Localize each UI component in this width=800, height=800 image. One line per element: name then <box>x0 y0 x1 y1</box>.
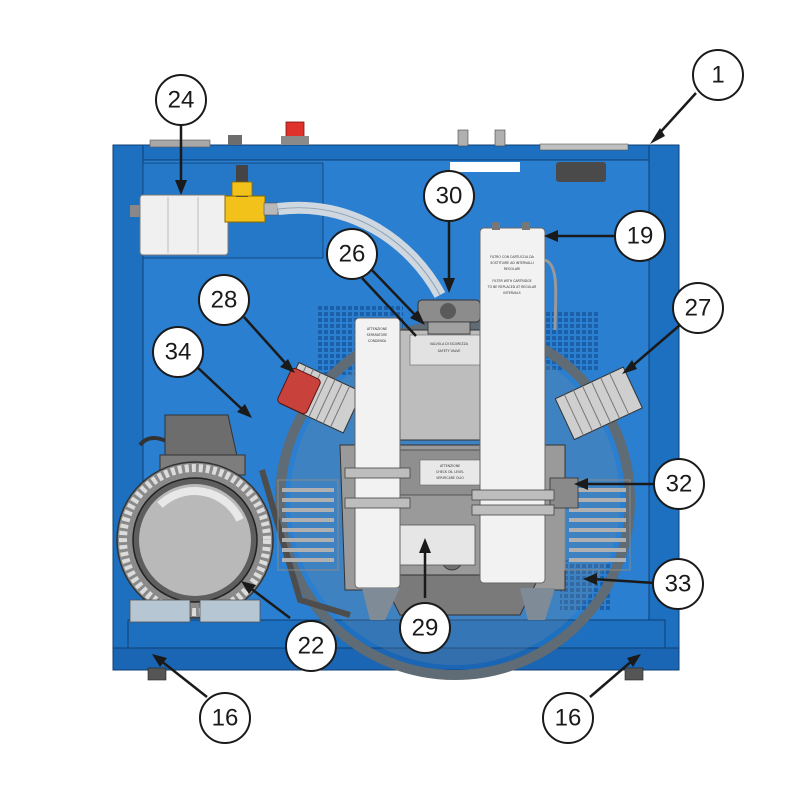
callout-27: 27 <box>672 282 724 334</box>
left-cooler <box>277 479 339 571</box>
callout-29-label: 29 <box>412 615 439 642</box>
callout-16-left: 16 <box>199 692 251 744</box>
anti-vibration-feet <box>147 667 644 681</box>
callout-29: 29 <box>399 602 451 654</box>
svg-text:TO BE REPLACED AT REGULAR: TO BE REPLACED AT REGULAR <box>487 285 537 289</box>
callout-33: 33 <box>652 558 704 610</box>
callout-24-label: 24 <box>168 87 195 114</box>
callout-28-label: 28 <box>211 287 238 314</box>
callout-1: 1 <box>692 49 744 101</box>
top-fittings <box>149 121 629 182</box>
svg-text:ATTENZIONE: ATTENZIONE <box>367 327 387 331</box>
svg-text:VALVOLA DI SICUREZZA: VALVOLA DI SICUREZZA <box>430 342 469 346</box>
svg-text:SOSTITUIRE AD INTERVALLI: SOSTITUIRE AD INTERVALLI <box>490 261 534 265</box>
callout-34: 34 <box>152 326 204 378</box>
callout-32-label: 32 <box>666 471 693 498</box>
callout-16-right: 16 <box>542 692 594 744</box>
svg-text:REGOLARI: REGOLARI <box>504 267 520 271</box>
callout-22-label: 22 <box>298 633 325 660</box>
callout-28: 28 <box>198 274 250 326</box>
svg-text:FILTRO CON CARTUCCIA DA: FILTRO CON CARTUCCIA DA <box>490 255 535 259</box>
svg-text:FILTER WITH CARTRIDGE: FILTER WITH CARTRIDGE <box>492 279 531 283</box>
leader-lines <box>152 92 697 698</box>
svg-text:CONDENSA: CONDENSA <box>368 339 387 343</box>
right-cooler <box>549 477 631 571</box>
callout-30-label: 30 <box>436 183 463 210</box>
callout-22: 22 <box>285 620 337 672</box>
compressor-block: ATTENZIONE CHECK OIL LEVEL VERIFICARE OL… <box>259 222 643 680</box>
callout-26-label: 26 <box>339 241 366 268</box>
electric-motor <box>116 414 274 623</box>
svg-text:VERIFICARE OLIO: VERIFICARE OLIO <box>436 476 464 480</box>
callout-32: 32 <box>653 458 705 510</box>
callout-16-left-label: 16 <box>212 705 239 732</box>
callout-27-label: 27 <box>685 295 712 322</box>
left-filter-cartridge: ATTENZIONE SEPARATORE CONDENSA <box>344 317 411 589</box>
callout-26: 26 <box>326 228 378 280</box>
svg-text:SAFETY VALVE: SAFETY VALVE <box>438 349 461 353</box>
svg-text:CHECK OIL LEVEL: CHECK OIL LEVEL <box>436 470 464 474</box>
filter-block <box>130 165 446 298</box>
callout-34-label: 34 <box>165 339 192 366</box>
svg-text:INTERVALS: INTERVALS <box>503 291 520 295</box>
callout-1-label: 1 <box>711 62 724 89</box>
callout-24: 24 <box>155 74 207 126</box>
callout-19: 19 <box>614 210 666 262</box>
callout-16-right-label: 16 <box>555 705 582 732</box>
svg-text:SEPARATORE: SEPARATORE <box>367 333 388 337</box>
right-filter-cartridge: FILTRO CON CARTUCCIA DA SOSTITUIRE AD IN… <box>471 222 555 584</box>
callout-19-label: 19 <box>627 223 654 250</box>
callout-33-label: 33 <box>665 571 692 598</box>
svg-text:ATTENZIONE: ATTENZIONE <box>440 464 460 468</box>
callout-30: 30 <box>423 170 475 222</box>
